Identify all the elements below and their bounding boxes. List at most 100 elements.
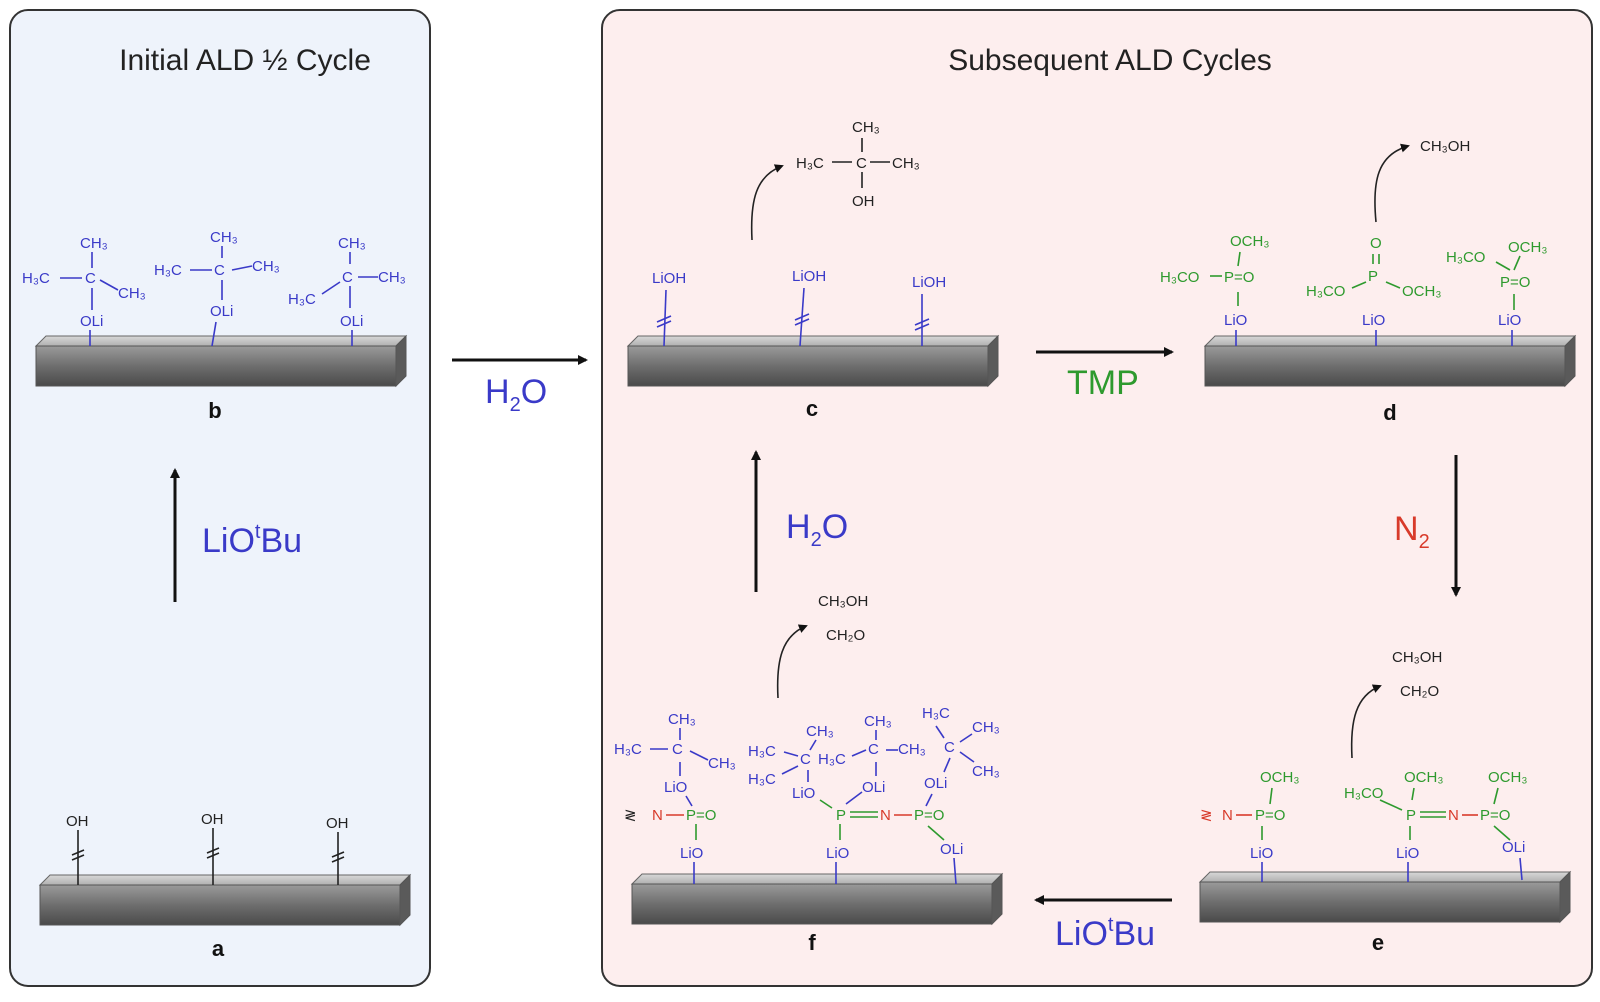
svg-text:CH₃: CH₃ [898, 741, 926, 758]
svg-text:OLi: OLi [80, 313, 103, 330]
reagent-h2o-between: H2O [485, 373, 547, 416]
tert-butoxide-2: OLi C CH₃ H₃C CH₃ [154, 229, 280, 347]
svg-text:CH₃: CH₃ [378, 269, 406, 286]
svg-text:LiO: LiO [1362, 312, 1385, 329]
label-f: f [808, 930, 816, 955]
label-a: a [212, 936, 225, 961]
svg-text:OCH₃: OCH₃ [1402, 283, 1441, 300]
svg-text:N: N [652, 807, 663, 824]
svg-text:P: P [1406, 807, 1416, 824]
svg-text:CH₃: CH₃ [972, 719, 1000, 736]
svg-text:H₃C: H₃C [796, 155, 824, 172]
svg-text:LiOH: LiOH [912, 274, 946, 291]
svg-text:OH: OH [201, 811, 224, 828]
svg-text:CH₃: CH₃ [708, 755, 736, 772]
svg-text:N: N [1222, 807, 1233, 824]
svg-text:LiO: LiO [1396, 845, 1419, 862]
released-tert-butanol: CH₃ C H₃C CH₃ OH [796, 119, 920, 210]
svg-text:O: O [1370, 235, 1382, 252]
svg-text:H₃CO: H₃CO [1306, 283, 1345, 300]
svg-text:LiO: LiO [826, 845, 849, 862]
svg-text:≷: ≷ [1200, 807, 1213, 824]
svg-text:H₃C: H₃C [748, 771, 776, 788]
svg-text:C: C [85, 270, 96, 287]
svg-text:H₃C: H₃C [154, 262, 182, 279]
svg-text:LiO: LiO [792, 785, 815, 802]
tbu-phosphate-2: P LiO LiO N P=O OLi OLi OLi C CH₃ H₃C [748, 705, 1000, 885]
svg-text:OH: OH [66, 813, 89, 830]
svg-text:OCH₃: OCH₃ [1230, 233, 1269, 250]
svg-text:CH₃: CH₃ [668, 711, 696, 728]
label-b: b [208, 398, 221, 423]
svg-text:C: C [672, 741, 683, 758]
svg-text:LiO: LiO [1498, 312, 1521, 329]
right-panel [601, 9, 1593, 987]
svg-text:CH₃: CH₃ [806, 723, 834, 740]
state-d: LiO P=O H₃CO OCH₃ LiO O P H₃CO OCH₃ CH₃O… [1160, 138, 1576, 425]
svg-text:CH₃: CH₃ [852, 119, 880, 136]
state-f: CH₃OH CH₂O ≷ N P=O LiO LiO C CH₃ H₃C CH₃… [614, 593, 1003, 955]
svg-text:CH₃: CH₃ [210, 229, 238, 246]
svg-text:CH₃OH: CH₃OH [1420, 138, 1470, 155]
tert-butoxide-3: OLi C CH₃ CH₃ H₃C [288, 235, 406, 346]
svg-text:C: C [342, 269, 353, 286]
state-a: OH OH OH a [39, 811, 411, 961]
svg-text:H₃C: H₃C [748, 743, 776, 760]
dimethyl-phosphate-3: LiO P=O H₃CO OCH₃ [1446, 239, 1547, 346]
svg-text:CH₃: CH₃ [972, 763, 1000, 780]
svg-text:C: C [214, 262, 225, 279]
svg-text:LiO: LiO [1224, 312, 1247, 329]
label-e: e [1372, 930, 1384, 955]
reagent-liotbu-left: LiOtBu [202, 521, 302, 560]
reagent-h2o-inner: H2O [786, 508, 848, 551]
svg-text:CH₃OH: CH₃OH [818, 593, 868, 610]
label-c: c [806, 396, 818, 421]
svg-text:H₃CO: H₃CO [1160, 269, 1199, 286]
right-panel-title: Subsequent ALD Cycles [948, 44, 1272, 77]
svg-text:H₃C: H₃C [22, 270, 50, 287]
svg-text:OLi: OLi [940, 841, 963, 858]
svg-text:P=O: P=O [1500, 274, 1530, 291]
svg-text:C: C [856, 155, 867, 172]
svg-text:P=O: P=O [1255, 807, 1285, 824]
svg-text:P=O: P=O [914, 807, 944, 824]
svg-text:CH₂O: CH₂O [1400, 683, 1439, 700]
svg-text:LiOH: LiOH [652, 270, 686, 287]
reagent-liotbu-bottom: LiOtBu [1055, 914, 1155, 953]
svg-text:CH₂O: CH₂O [826, 627, 865, 644]
adsorbed-tmp: LiO O P H₃CO OCH₃ CH₃OH [1306, 138, 1470, 346]
svg-text:P=O: P=O [1224, 269, 1254, 286]
svg-text:OLi: OLi [924, 775, 947, 792]
svg-text:CH₃: CH₃ [338, 235, 366, 252]
svg-text:P=O: P=O [686, 807, 716, 824]
svg-text:LiO: LiO [1250, 845, 1273, 862]
svg-text:≷: ≷ [624, 807, 637, 824]
dimethyl-phosphate-1: LiO P=O H₃CO OCH₃ [1160, 233, 1269, 346]
svg-text:H₃C: H₃C [614, 741, 642, 758]
left-panel-title: Initial ALD ½ Cycle [119, 44, 371, 77]
svg-text:LiO: LiO [680, 845, 703, 862]
tert-butoxide-1: OLi C CH₃ H₃C CH₃ [22, 235, 146, 346]
svg-text:C: C [800, 751, 811, 768]
svg-text:H₃C: H₃C [288, 291, 316, 308]
svg-text:N: N [1448, 807, 1459, 824]
svg-text:H₃C: H₃C [818, 751, 846, 768]
svg-text:LiOH: LiOH [792, 268, 826, 285]
svg-text:CH₃: CH₃ [892, 155, 920, 172]
svg-text:CH₃: CH₃ [252, 258, 280, 275]
svg-text:C: C [944, 739, 955, 756]
svg-text:OH: OH [852, 193, 875, 210]
svg-text:OLi: OLi [862, 779, 885, 796]
surface-lioh: LiOH LiOH LiOH [652, 268, 946, 347]
svg-text:OLi: OLi [1502, 839, 1525, 856]
svg-text:CH₃: CH₃ [118, 285, 146, 302]
tbu-phosphate-1: ≷ N P=O LiO LiO C CH₃ H₃C CH₃ [614, 711, 736, 884]
svg-text:H₃CO: H₃CO [1344, 785, 1383, 802]
svg-text:N: N [880, 807, 891, 824]
svg-text:P: P [836, 807, 846, 824]
nitrided-phosphate-2: H₃CO OCH₃ P LiO N P=O OCH₃ OLi [1344, 769, 1527, 882]
svg-text:H₃CO: H₃CO [1446, 249, 1485, 266]
reagent-n2: N2 [1394, 510, 1430, 553]
svg-text:OH: OH [326, 815, 349, 832]
svg-text:CH₃: CH₃ [864, 713, 892, 730]
